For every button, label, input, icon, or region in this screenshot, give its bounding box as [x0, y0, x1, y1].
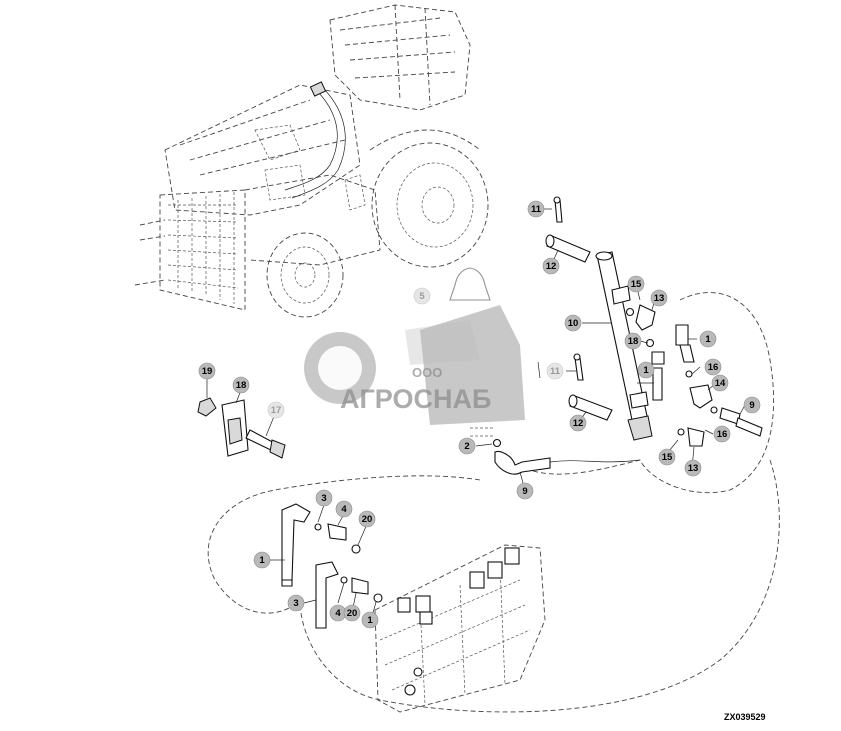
callout-number: 9: [522, 486, 527, 497]
callout-number: 10: [568, 318, 579, 329]
watermark-small-text: ООО: [412, 365, 442, 380]
sleeve-top: [545, 234, 591, 263]
callout-number: 5: [419, 291, 425, 302]
callout-1: 1: [361, 611, 379, 629]
elbow-lower: [677, 427, 705, 447]
bracket-group: [197, 397, 286, 459]
hydraulic-cylinder: [595, 251, 653, 441]
callout-number: 12: [573, 418, 584, 429]
fitting-upper: [625, 304, 665, 401]
callout-number: 18: [236, 380, 247, 391]
callout-number: 15: [631, 279, 642, 290]
callout-number: 4: [341, 504, 347, 515]
callout-number: 20: [362, 514, 373, 525]
callout-4: 4: [335, 500, 353, 518]
hose-lower-middle: [470, 427, 641, 475]
callout-18: 18: [232, 376, 250, 394]
lower-group-boundary: [207, 459, 780, 713]
callout-18: 18: [624, 332, 642, 350]
callout-number: 16: [708, 362, 719, 373]
callout-10: 10: [564, 314, 582, 332]
callout-number: 18: [628, 336, 639, 347]
callout-11: 11: [546, 362, 564, 380]
callout-number: 13: [654, 293, 665, 304]
callout-4: 4: [329, 604, 347, 622]
callout-11: 11: [527, 200, 545, 218]
right-group-boundary: [529, 292, 775, 494]
callout-9: 9: [743, 396, 761, 414]
callout-1: 1: [253, 551, 271, 569]
callout-number: 4: [335, 608, 341, 619]
watermark-brand-text: АГРОСНАБ: [340, 384, 491, 414]
leader-lines: [206, 208, 746, 621]
callout-1: 1: [637, 361, 655, 379]
tractor-outline: [134, 4, 489, 318]
callout-16: 16: [713, 425, 731, 443]
hose-left-1: [281, 503, 361, 587]
callout-13: 13: [650, 289, 668, 307]
callout-number: 15: [662, 452, 673, 463]
callout-19: 19: [198, 362, 216, 380]
callout-number: 19: [202, 366, 213, 377]
callout-number: 9: [749, 400, 754, 411]
callout-20: 20: [343, 604, 361, 622]
callout-3: 3: [315, 489, 333, 507]
valve-block: [374, 544, 546, 713]
callout-number: 16: [717, 429, 728, 440]
callout-1: 1: [699, 330, 717, 348]
callout-number: 3: [321, 493, 326, 504]
pin-top: [553, 196, 563, 223]
callout-9: 9: [516, 482, 534, 500]
reservoir-cap: [449, 267, 491, 301]
callout-number: 1: [259, 555, 265, 566]
callout-number: 11: [550, 366, 561, 377]
pin-mid: [537, 353, 584, 381]
callout-5: 5: [413, 287, 431, 305]
watermark-logo: ООО АГРОСНАБ: [304, 305, 525, 425]
callout-14: 14: [711, 374, 729, 392]
callout-number: 3: [293, 598, 298, 609]
callout-20: 20: [358, 510, 376, 528]
callout-number: 2: [464, 441, 469, 452]
callout-15: 15: [627, 275, 645, 293]
callout-12: 12: [542, 257, 560, 275]
callout-2: 2: [458, 437, 476, 455]
callout-number: 12: [546, 261, 557, 272]
callout-number: 11: [531, 204, 542, 215]
callout-12: 12: [569, 414, 587, 432]
sleeve-mid: [568, 394, 613, 421]
callout-number: 1: [705, 334, 711, 345]
callout-15: 15: [658, 448, 676, 466]
tee-fitting: [689, 384, 763, 437]
callout-number: 1: [367, 615, 373, 626]
callout-13: 13: [684, 459, 702, 477]
hose-end-right: [675, 324, 695, 378]
callout-17: 17: [267, 401, 285, 419]
callout-number: 1: [643, 365, 649, 376]
callout-number: 20: [347, 608, 358, 619]
callout-16: 16: [704, 358, 722, 376]
callout-number: 14: [715, 378, 726, 389]
callout-number: 13: [688, 463, 699, 474]
hose-left-2: [315, 561, 383, 629]
callout-number: 17: [271, 405, 282, 416]
callout-3: 3: [287, 594, 305, 612]
drawing-number: ZX039529: [724, 712, 766, 722]
